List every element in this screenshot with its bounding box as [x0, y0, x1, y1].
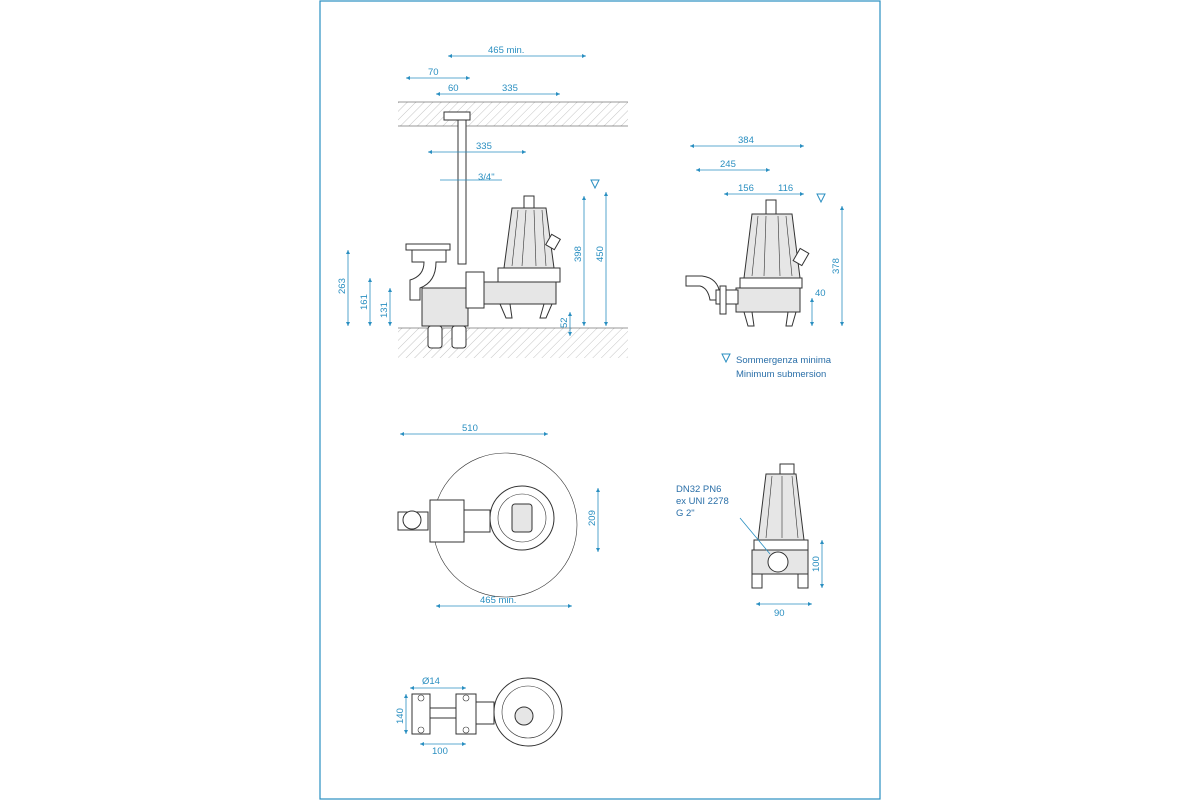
dim-245: 245	[720, 159, 736, 170]
dim-465-min-plan: 465 min.	[480, 595, 516, 606]
legend-line-2: Minimum submersion	[736, 369, 826, 380]
dim-161: 161	[359, 294, 370, 310]
dim-40: 40	[815, 288, 826, 299]
outlet-view: DN32 PN6 ex UNI 2278 G 2" 100 90	[676, 463, 824, 619]
dim-335-mid: 335	[476, 141, 492, 152]
outlet-label-line-3: G 2"	[676, 508, 695, 519]
dim-100-base: 100	[432, 746, 448, 757]
dim-378: 378	[831, 258, 842, 274]
dim-335-top: 335	[502, 83, 518, 94]
submersion-legend: Sommergenza minima Minimum submersion	[721, 353, 832, 380]
dim-398: 398	[573, 246, 584, 262]
dim-70: 70	[428, 67, 439, 78]
outlet-label-line-2: ex UNI 2278	[676, 496, 729, 507]
dim-510: 510	[462, 423, 478, 434]
sheet-border	[319, 0, 881, 800]
dim-60: 60	[448, 83, 459, 94]
side-view: 465 min. 70 60 335 335 3/4" 398 450 263 …	[337, 45, 628, 358]
dim-465-min-side: 465 min.	[488, 45, 524, 56]
dim-263: 263	[337, 278, 348, 294]
dim-156: 156	[738, 183, 754, 194]
dim-100-outlet: 100	[811, 556, 822, 572]
legend-line-1: Sommergenza minima	[736, 355, 832, 366]
ceiling-slab	[398, 102, 628, 126]
dim-131: 131	[379, 302, 390, 318]
dim-140: 140	[395, 708, 406, 724]
base-view: Ø14 140 100	[395, 676, 563, 757]
dim-3-4-inch: 3/4"	[478, 172, 495, 183]
front-view: 384 245 156 116 378 40	[685, 135, 844, 327]
dim-52: 52	[559, 317, 570, 328]
dim-450: 450	[595, 246, 606, 262]
dim-116: 116	[778, 183, 793, 194]
dim-384: 384	[738, 135, 754, 146]
dim-209: 209	[587, 510, 598, 526]
dim-90: 90	[774, 608, 785, 619]
dim-diameter-14: Ø14	[422, 676, 440, 687]
plan-view: 510 209 465 min.	[397, 423, 600, 608]
outlet-label-line-1: DN32 PN6	[676, 484, 721, 495]
submersion-marker-icon	[721, 353, 731, 364]
